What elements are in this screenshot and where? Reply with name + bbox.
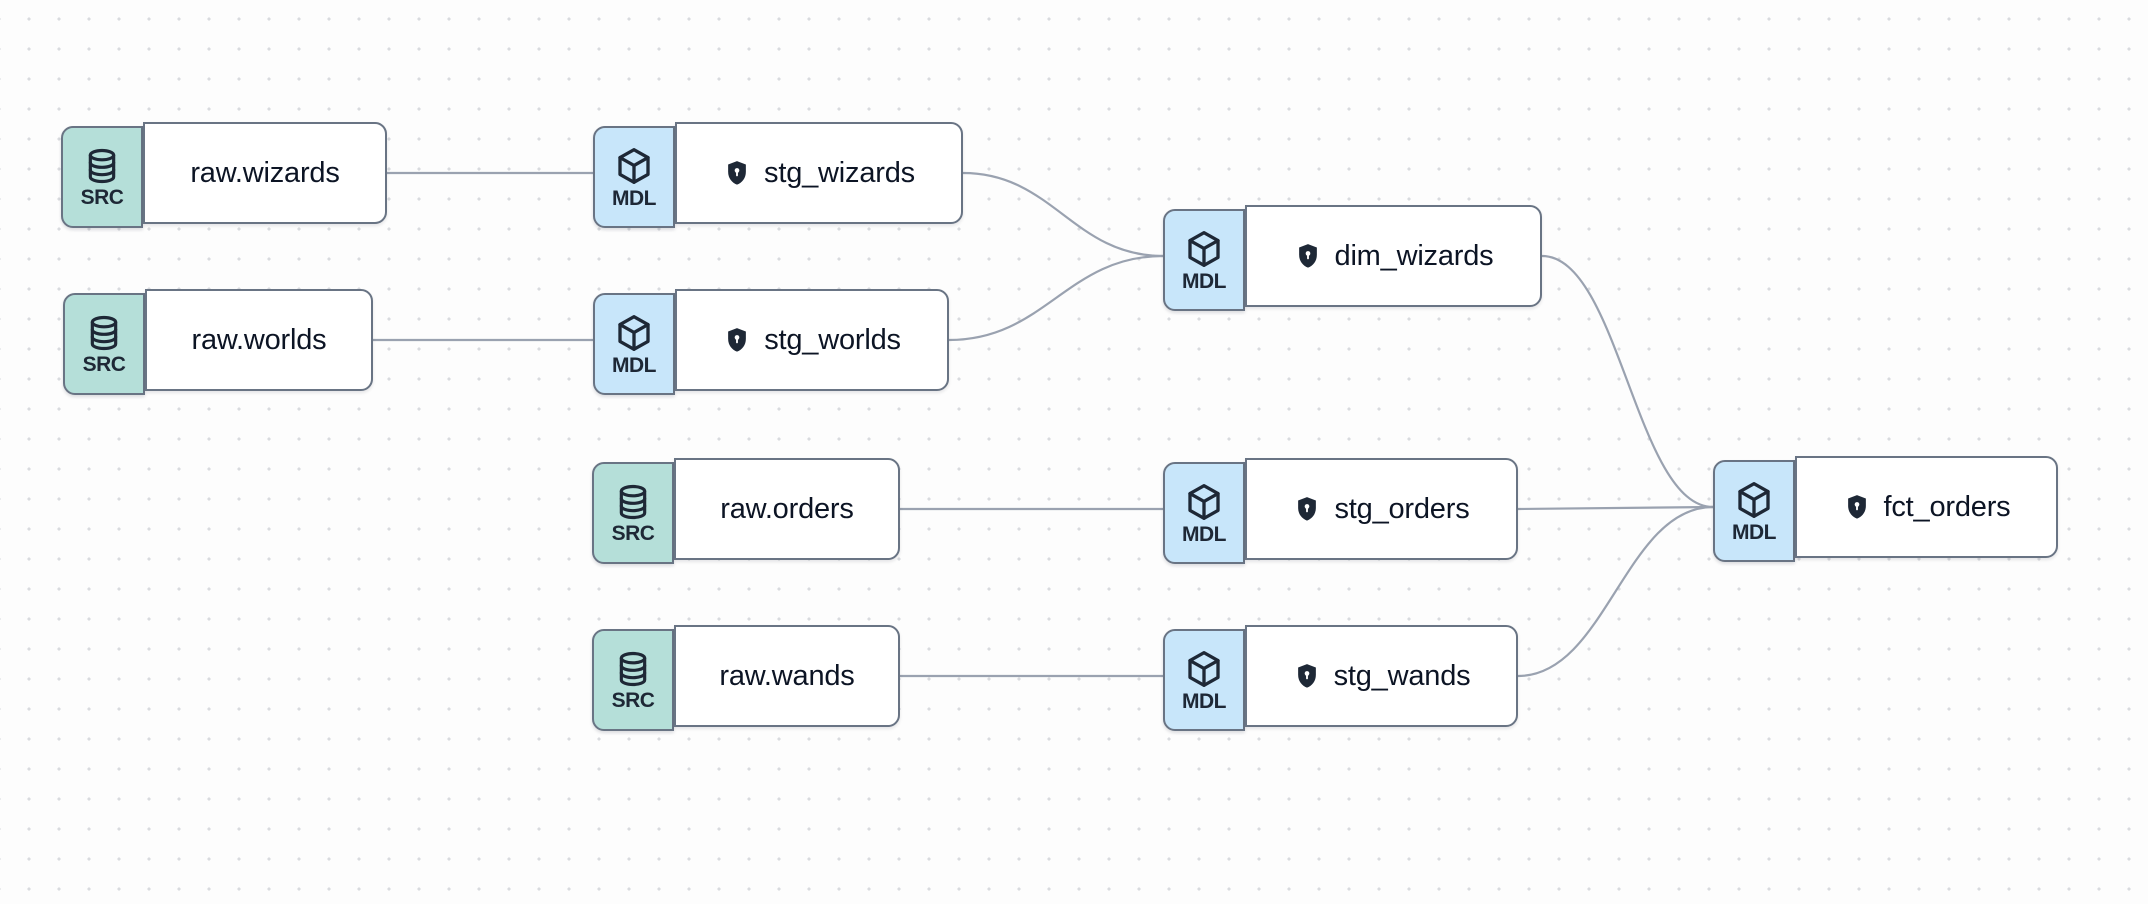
- node-label: raw.worlds: [191, 323, 327, 356]
- shield-icon: [1843, 493, 1871, 521]
- shield-icon: [1294, 242, 1322, 270]
- node-raw-wands[interactable]: SRC raw.wands: [592, 625, 900, 731]
- node-body: raw.wands: [674, 625, 900, 727]
- model-badge: MDL: [1713, 460, 1795, 562]
- node-fct-orders[interactable]: MDL fct_orders: [1713, 456, 2058, 562]
- node-dim-wizards[interactable]: MDL dim_wizards: [1163, 205, 1542, 311]
- cube-icon: [1183, 481, 1225, 523]
- node-raw-orders[interactable]: SRC raw.orders: [592, 458, 900, 564]
- node-body: raw.wizards: [143, 122, 387, 224]
- cube-icon: [1183, 228, 1225, 270]
- node-body: stg_wizards: [675, 122, 963, 224]
- database-icon: [84, 313, 124, 353]
- node-label: stg_worlds: [764, 323, 901, 356]
- shield-icon: [723, 326, 751, 354]
- shield-icon: [1293, 495, 1321, 523]
- badge-label: MDL: [1182, 690, 1227, 713]
- model-badge: MDL: [1163, 629, 1245, 731]
- badge-label: MDL: [612, 187, 657, 210]
- source-badge: SRC: [61, 126, 143, 228]
- database-icon: [82, 146, 122, 186]
- node-body: raw.orders: [674, 458, 900, 560]
- model-badge: MDL: [1163, 462, 1245, 564]
- node-label: fct_orders: [1883, 490, 2011, 523]
- node-body: stg_worlds: [675, 289, 949, 391]
- model-badge: MDL: [593, 293, 675, 395]
- node-stg-orders[interactable]: MDL stg_orders: [1163, 458, 1518, 564]
- database-icon: [613, 482, 653, 522]
- badge-label: MDL: [1732, 521, 1777, 544]
- node-label: stg_orders: [1334, 492, 1470, 525]
- node-label: stg_wizards: [764, 156, 915, 189]
- edge-stg-wands-fct-orders: [1517, 505, 1714, 678]
- source-badge: SRC: [592, 629, 674, 731]
- node-body: dim_wizards: [1245, 205, 1542, 307]
- node-raw-worlds[interactable]: SRC raw.worlds: [63, 289, 373, 395]
- model-badge: MDL: [1163, 209, 1245, 311]
- node-body: stg_wands: [1245, 625, 1518, 727]
- node-label: stg_wands: [1333, 659, 1471, 692]
- edge-stg-orders-fct-orders: [1517, 505, 1714, 511]
- badge-label: SRC: [611, 689, 655, 712]
- shield-icon: [1293, 662, 1321, 690]
- source-badge: SRC: [63, 293, 145, 395]
- badge-label: SRC: [611, 522, 655, 545]
- badge-label: MDL: [612, 354, 657, 377]
- node-body: raw.worlds: [145, 289, 373, 391]
- node-body: fct_orders: [1795, 456, 2058, 558]
- node-label: dim_wizards: [1334, 239, 1494, 272]
- edge-dim-wizards-fct-orders: [1541, 254, 1714, 509]
- node-stg-wizards[interactable]: MDL stg_wizards: [593, 122, 963, 228]
- cube-icon: [1733, 479, 1775, 521]
- shield-icon: [723, 159, 751, 187]
- model-badge: MDL: [593, 126, 675, 228]
- node-stg-worlds[interactable]: MDL stg_worlds: [593, 289, 949, 395]
- source-badge: SRC: [592, 462, 674, 564]
- edge-stg-worlds-dim-wizards: [948, 254, 1164, 342]
- node-label: raw.wands: [719, 659, 855, 692]
- node-label: raw.orders: [720, 492, 854, 525]
- node-label: raw.wizards: [190, 156, 340, 189]
- node-raw-wizards[interactable]: SRC raw.wizards: [61, 122, 387, 228]
- cube-icon: [1183, 648, 1225, 690]
- badge-label: SRC: [82, 353, 126, 376]
- node-stg-wands[interactable]: MDL stg_wands: [1163, 625, 1518, 731]
- cube-icon: [613, 312, 655, 354]
- cube-icon: [613, 145, 655, 187]
- badge-label: SRC: [80, 186, 124, 209]
- database-icon: [613, 649, 653, 689]
- node-body: stg_orders: [1245, 458, 1518, 560]
- badge-label: MDL: [1182, 523, 1227, 546]
- edge-stg-wizards-dim-wizards: [962, 171, 1164, 258]
- badge-label: MDL: [1182, 270, 1227, 293]
